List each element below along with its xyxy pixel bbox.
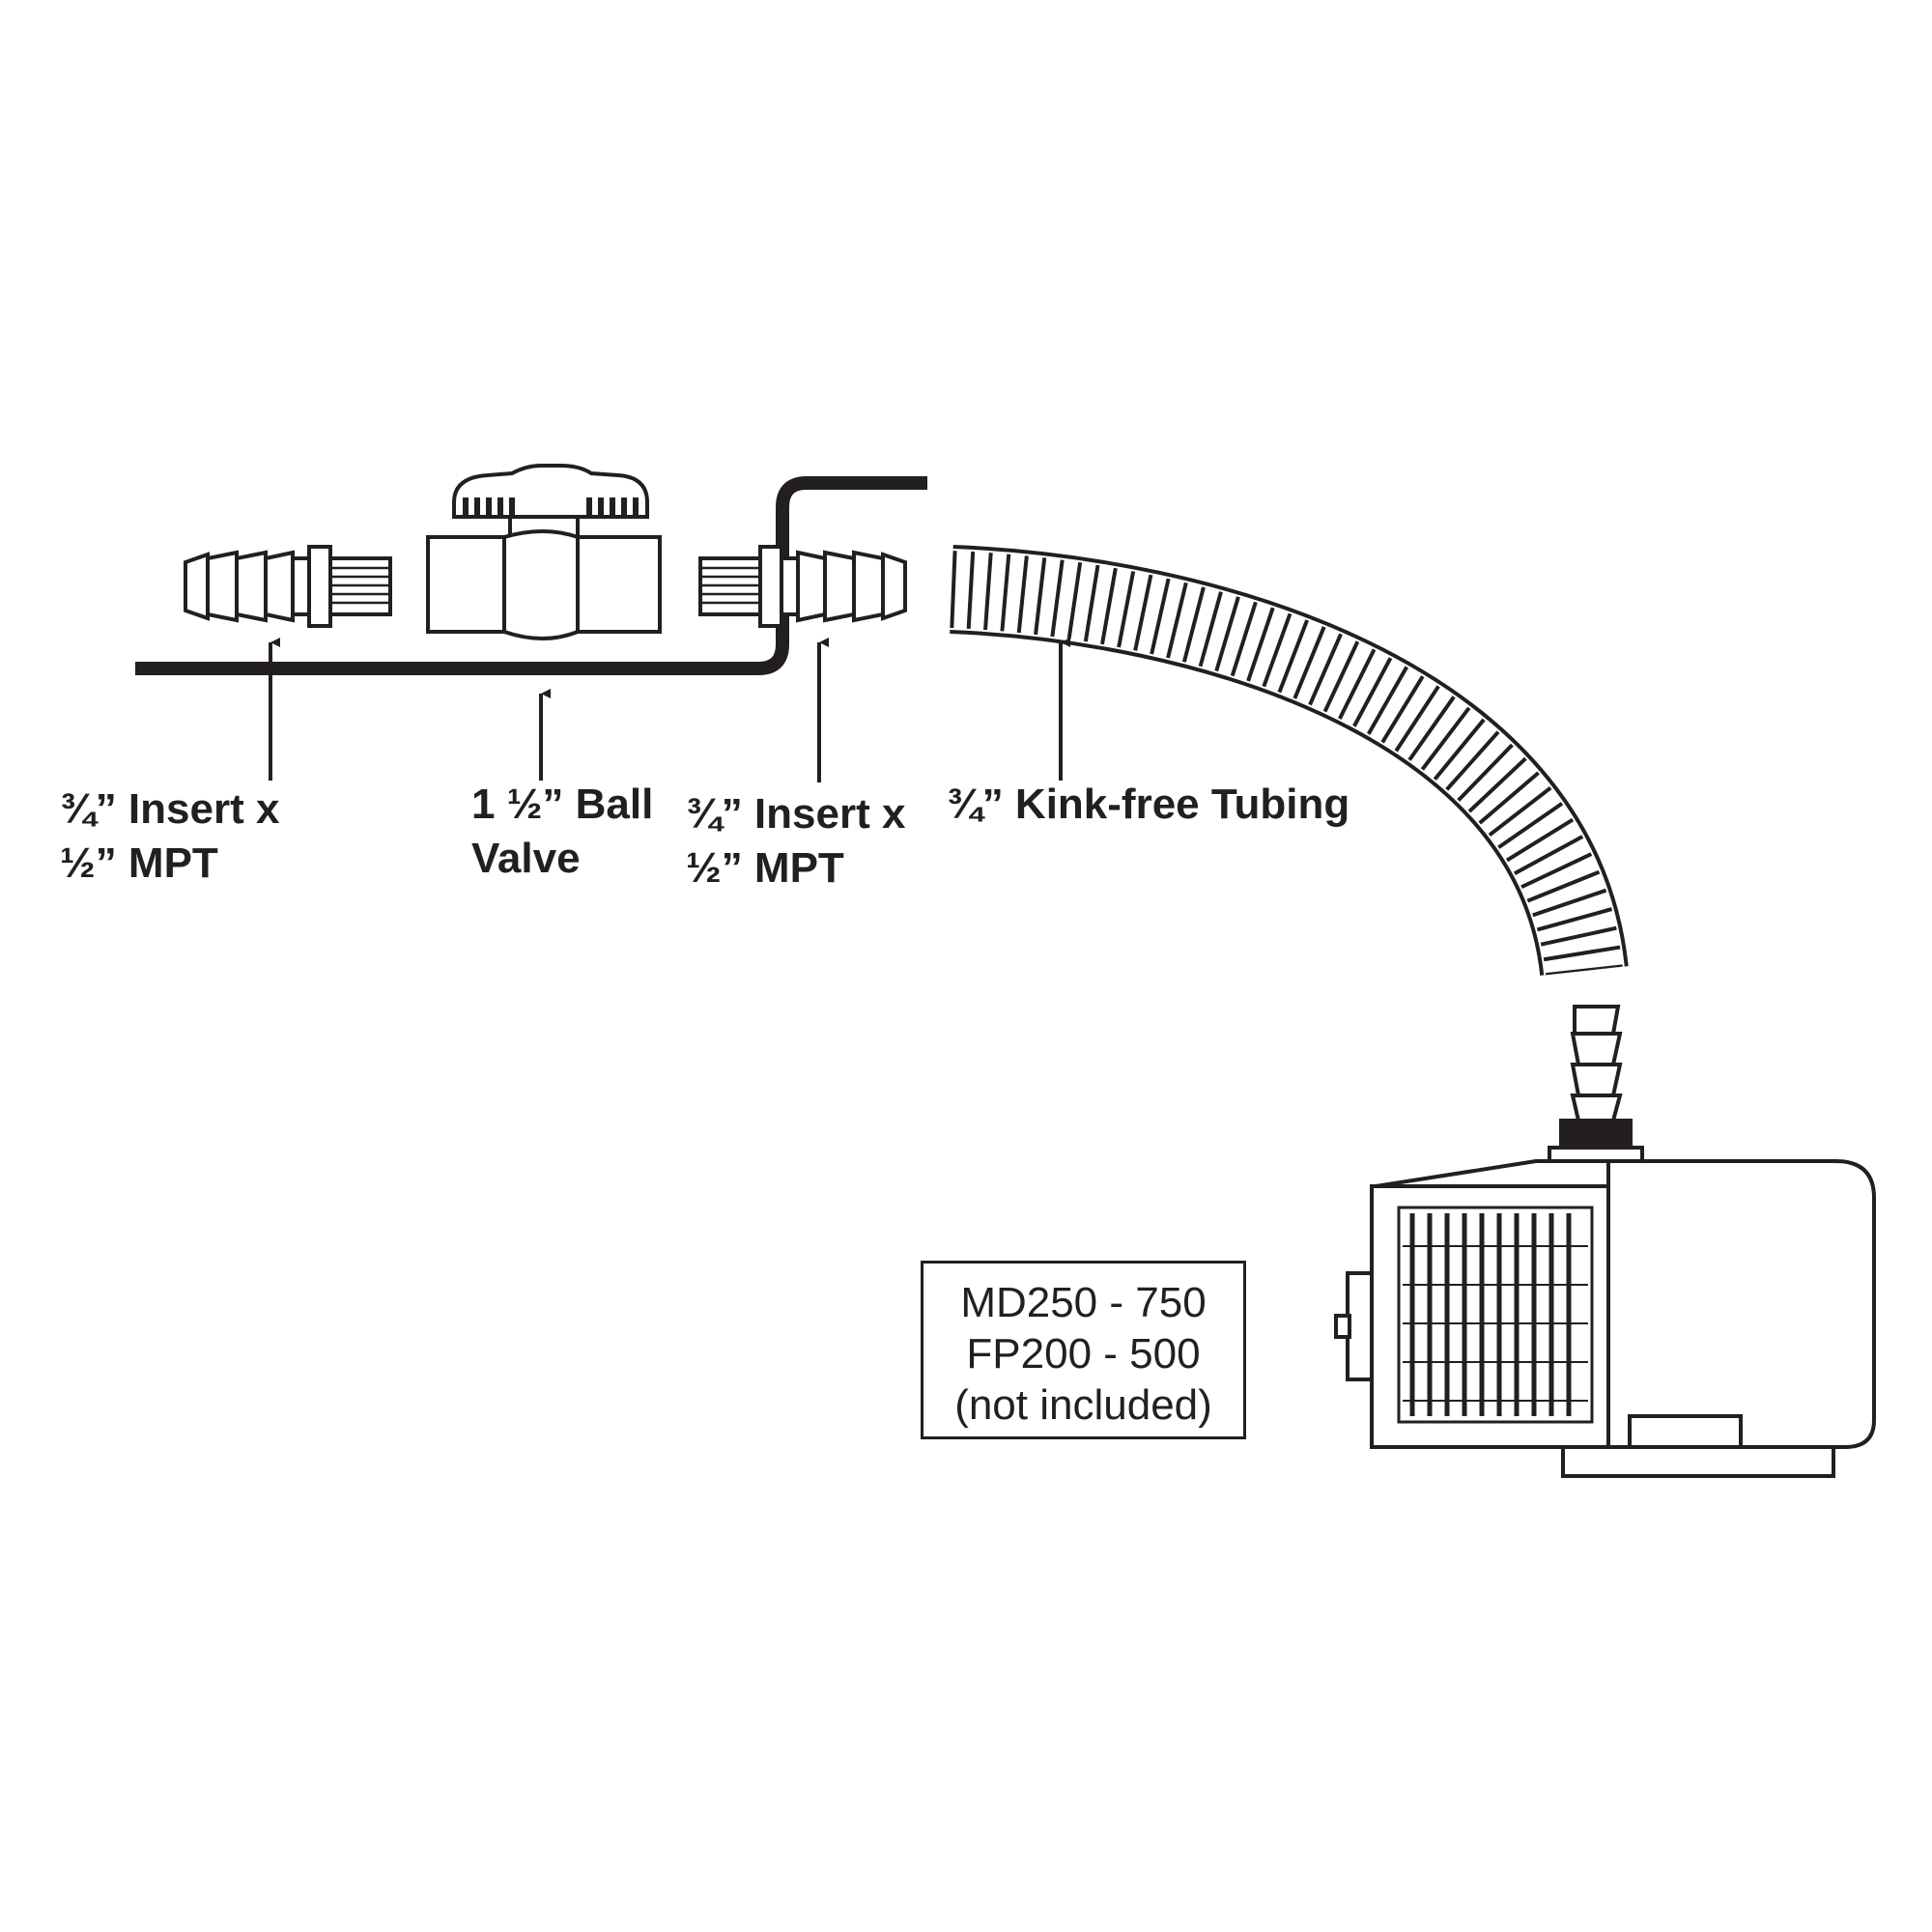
label-right-insert-line1: ¾” Insert x: [686, 790, 906, 838]
label-ball-valve: 1 ½” Ball Valve: [471, 778, 653, 886]
pointer-arrows: [269, 638, 1070, 782]
right-insert-fitting: [698, 545, 907, 628]
label-left-insert-line1: ¾” Insert x: [60, 785, 280, 833]
label-right-insert-line2: ½” MPT: [686, 844, 844, 892]
kink-free-tubing: [950, 545, 1629, 977]
note-line2: FP200 - 500: [966, 1330, 1201, 1378]
pump-models-note: MD250 - 750 FP200 - 500 (not included): [921, 1261, 1246, 1439]
ball-valve: [426, 464, 662, 640]
label-tubing: ¾” Kink-free Tubing: [947, 778, 1350, 832]
label-right-insert: ¾” Insert x ½” MPT: [686, 787, 905, 895]
note-line3: (not included): [954, 1381, 1212, 1429]
pump-intake-grille: [1403, 1213, 1588, 1416]
label-ball-valve-line2: Valve: [471, 835, 581, 882]
label-tubing-line1: ¾” Kink-free Tubing: [947, 781, 1350, 828]
label-left-insert: ¾” Insert x ½” MPT: [60, 782, 279, 891]
label-ball-valve-line1: 1 ½” Ball: [471, 781, 654, 828]
left-insert-fitting: [184, 545, 392, 628]
label-left-insert-line2: ½” MPT: [60, 839, 218, 887]
note-line1: MD250 - 750: [960, 1279, 1207, 1326]
pump: [1334, 1005, 1876, 1478]
